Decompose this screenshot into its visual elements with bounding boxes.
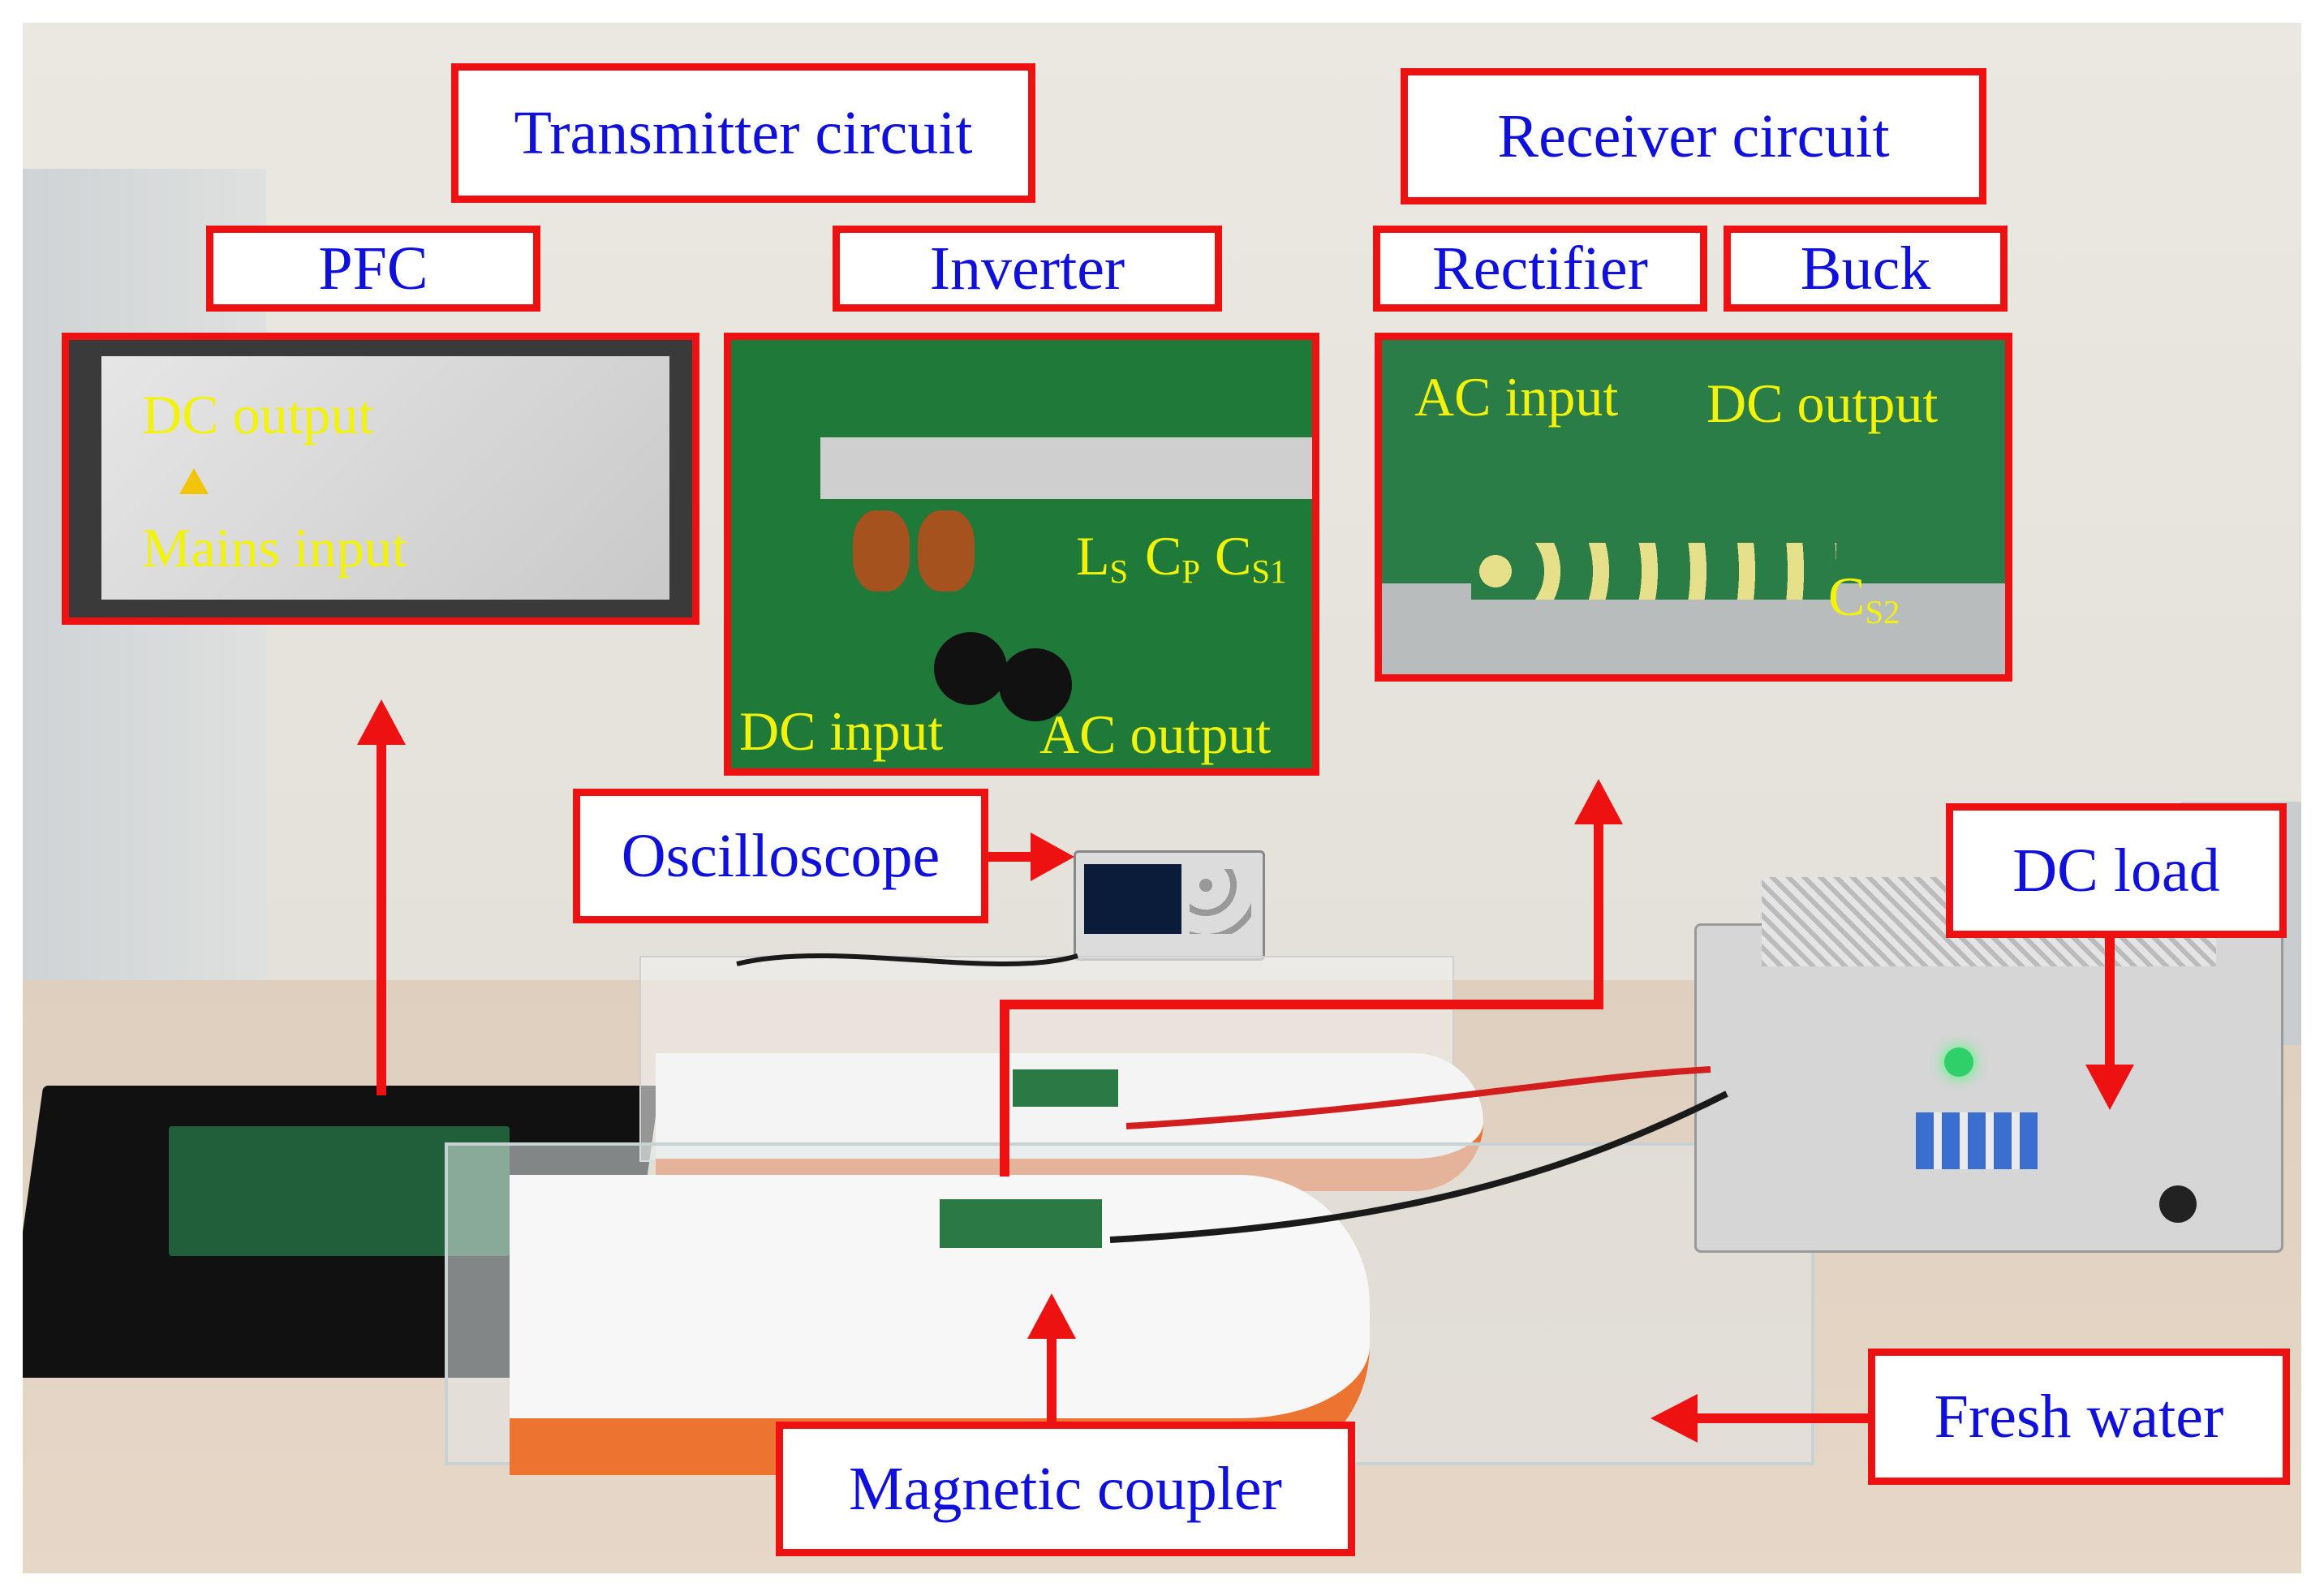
receiver-arrowhead bbox=[1574, 779, 1623, 824]
dc-load-label: DC load bbox=[1946, 803, 2287, 938]
magnetic-coupler-label: Magnetic coupler bbox=[776, 1422, 1355, 1556]
upper-hull-board bbox=[1013, 1069, 1118, 1107]
inverter-capacitor-1 bbox=[934, 632, 1007, 705]
inverter-photo-box: LS CP CS1 DC input AC output bbox=[724, 333, 1319, 776]
dc-input-text: DC input bbox=[739, 700, 944, 762]
receiver-capacitor-row bbox=[1471, 543, 1836, 600]
rectifier-label: Rectifier bbox=[1373, 226, 1707, 312]
pfc-arrowhead bbox=[357, 699, 406, 745]
fresh-water-label: Fresh water bbox=[1868, 1349, 2290, 1485]
inverter-inductor-1 bbox=[853, 510, 910, 592]
inverter-label: Inverter bbox=[833, 226, 1222, 312]
pfc-photo-box: DC output Mains input bbox=[62, 333, 699, 625]
oscilloscope-label: Oscilloscope bbox=[573, 789, 988, 923]
lower-hull-board bbox=[940, 1199, 1102, 1248]
receiver-arrow-vertical-left bbox=[1000, 1000, 1009, 1177]
receiver-ac-input-text: AC input bbox=[1414, 366, 1619, 428]
osc-arrow-shaft bbox=[988, 852, 1037, 862]
dc-load-indicator bbox=[1944, 1048, 1973, 1077]
oscilloscope-knobs bbox=[1190, 869, 1251, 934]
osc-arrowhead bbox=[1031, 832, 1074, 881]
pfc-label: PFC bbox=[206, 226, 540, 312]
dc-load-breakers bbox=[1916, 1112, 2038, 1169]
receiver-dc-output-text: DC output bbox=[1706, 372, 1939, 434]
cs1-text: CS1 bbox=[1215, 525, 1287, 591]
fresh-water-arrow-shaft bbox=[1696, 1413, 1868, 1423]
pfc-warning-icon bbox=[179, 468, 209, 494]
dc-load-arrow-shaft bbox=[2105, 938, 2115, 1068]
fresh-water-arrowhead bbox=[1650, 1394, 1698, 1443]
receiver-arrow-vertical-right bbox=[1594, 820, 1603, 1008]
scope-cable bbox=[736, 953, 1078, 966]
inverter-heatsink bbox=[820, 437, 1312, 499]
inverter-capacitor-2 bbox=[999, 648, 1072, 721]
receiver-photo-box: AC input DC output CS2 bbox=[1375, 333, 2012, 682]
buck-label: Buck bbox=[1724, 226, 2008, 312]
receiver-arrow-horizontal bbox=[1000, 1000, 1603, 1009]
dc-load-arrowhead bbox=[2085, 1065, 2134, 1110]
pfc-mains-input-text: Mains input bbox=[142, 517, 407, 579]
receiver-circuit-label: Receiver circuit bbox=[1401, 68, 1986, 204]
inverter-inductor-2 bbox=[918, 510, 975, 592]
black-cable bbox=[1109, 1091, 1728, 1243]
pfc-arrow-shaft bbox=[377, 738, 386, 1095]
pfc-dc-output-text: DC output bbox=[142, 384, 374, 445]
oscilloscope-screen bbox=[1084, 864, 1181, 934]
cp-text: CP bbox=[1145, 525, 1201, 591]
dc-load-terminal bbox=[2159, 1185, 2197, 1223]
coupler-arrow-shaft bbox=[1047, 1334, 1057, 1423]
cs2-text: CS2 bbox=[1828, 566, 1900, 631]
red-cable bbox=[1125, 1066, 1711, 1129]
cables bbox=[736, 953, 1728, 1243]
ac-output-text: AC output bbox=[1039, 703, 1272, 765]
transmitter-circuit-label: Transmitter circuit bbox=[451, 63, 1035, 203]
coupler-arrowhead bbox=[1027, 1293, 1076, 1339]
ls-text: LS bbox=[1076, 525, 1129, 591]
